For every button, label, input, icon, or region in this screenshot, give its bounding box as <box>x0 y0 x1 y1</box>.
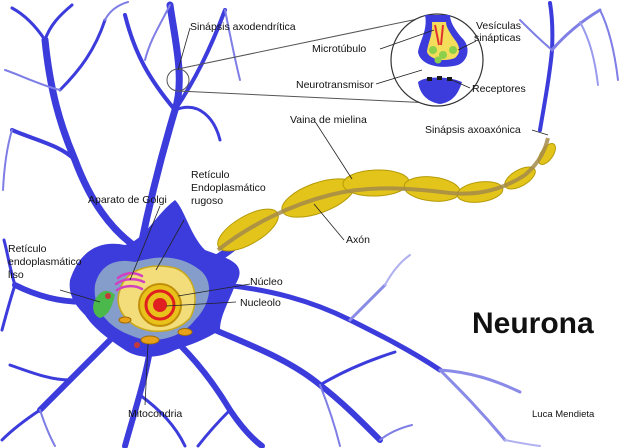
mitochondrion <box>118 316 132 324</box>
label-microtubulo: Microtúbulo <box>312 43 366 55</box>
vesicle <box>134 342 140 348</box>
leader-lines <box>59 27 549 406</box>
axon-core <box>216 137 550 252</box>
label-reticulo-liso-2: endoplasmático <box>8 256 82 268</box>
axon-terminal-branches <box>519 1 619 132</box>
vesicle <box>105 293 111 299</box>
label-vaina-mielina: Vaina de mielina <box>290 114 367 126</box>
label-receptores: Receptores <box>472 83 526 95</box>
label-sinapsis-axoaxonica: Sinápsis axoaxónica <box>425 124 521 136</box>
label-reticulo-rugoso-2: Endoplasmático <box>191 182 266 194</box>
label-mitocondria: Mitocondria <box>128 408 182 420</box>
diagram-title: Neurona <box>472 307 594 340</box>
nucleolus <box>153 298 167 312</box>
nucleus-ring <box>144 289 176 321</box>
label-nucleo: Núcleo <box>250 276 283 288</box>
mitochondrion <box>140 335 160 345</box>
dendrites-right <box>222 254 541 447</box>
label-sinapsis-axodendritica: Sinápsis axodendrítica <box>190 21 296 33</box>
author-credit: Luca Mendieta <box>532 409 595 420</box>
label-reticulo-liso-3: liso <box>8 269 24 281</box>
label-reticulo-liso-1: Retículo <box>8 243 47 255</box>
dendrites-bottom <box>122 327 413 448</box>
label-nucleolo: Nucleolo <box>240 297 281 309</box>
label-neurotransmisor: Neurotransmisor <box>296 79 374 91</box>
label-reticulo-rugoso-3: rugoso <box>191 195 223 207</box>
label-axon: Axón <box>346 234 370 246</box>
dendrites-upper-left <box>2 1 241 254</box>
label-vesiculas-2: sinápticas <box>474 32 521 44</box>
label-reticulo-rugoso-1: Retículo <box>191 169 230 181</box>
label-aparato-golgi: Aparato de Golgi <box>88 194 167 206</box>
myelin-sheath <box>217 143 556 252</box>
label-vesiculas-1: Vesículas <box>476 20 521 32</box>
mitochondrion <box>177 328 193 336</box>
